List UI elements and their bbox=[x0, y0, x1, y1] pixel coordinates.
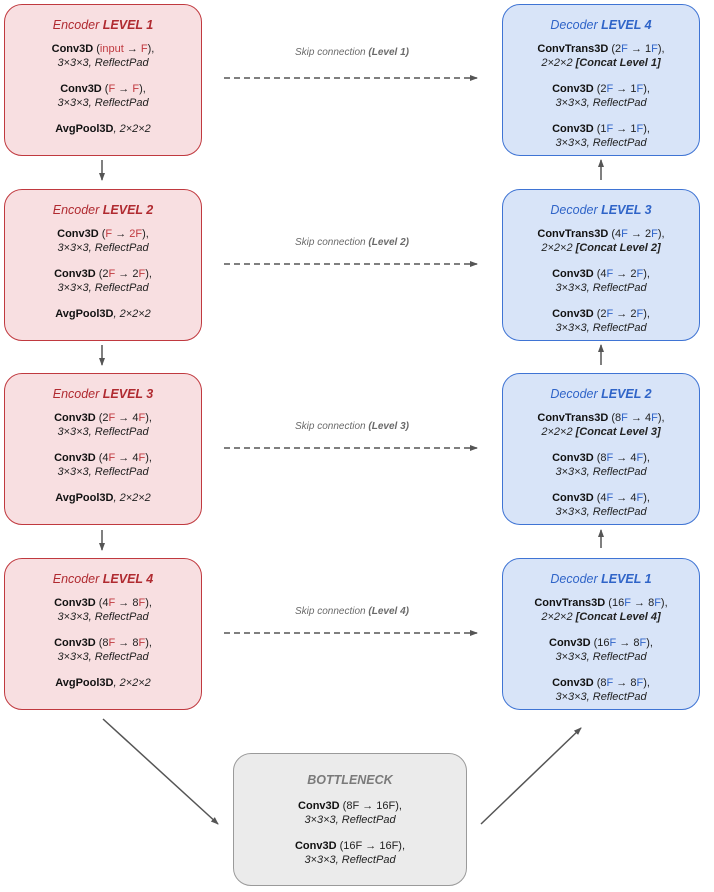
conv-block: Conv3D (8F → 8F), 3×3×3, ReflectPad bbox=[552, 677, 650, 703]
skip-label-4: Skip connection (Level 4) bbox=[295, 606, 409, 617]
skip-label-3: Skip connection (Level 3) bbox=[295, 421, 409, 432]
conv-block: Conv3D (input → F), 3×3×3, ReflectPad bbox=[51, 43, 155, 69]
decoder-level-1: Decoder LEVEL 1 ConvTrans3D (16F → 8F), … bbox=[502, 558, 700, 710]
conv-block: Conv3D (F → 2F), 3×3×3, ReflectPad bbox=[57, 228, 149, 254]
conv-block: Conv3D (2F → 2F), 3×3×3, ReflectPad bbox=[54, 268, 152, 294]
conv-block: Conv3D (16F → 8F), 3×3×3, ReflectPad bbox=[549, 637, 653, 663]
conv-block: Conv3D (1F → 1F), 3×3×3, ReflectPad bbox=[552, 123, 650, 149]
conv-trans-block: ConvTrans3D (8F → 4F), 2×2×2 [Concat Lev… bbox=[537, 412, 665, 438]
encoder-title: Encoder LEVEL 2 bbox=[52, 203, 154, 217]
skip-label-1: Skip connection (Level 1) bbox=[295, 47, 409, 58]
conv-trans-block: ConvTrans3D (16F → 8F), 2×2×2 [Concat Le… bbox=[534, 597, 668, 623]
from-bottleneck-arrow bbox=[480, 727, 582, 825]
encoder-level-4: Encoder LEVEL 4 Conv3D (4F → 8F), 3×3×3,… bbox=[4, 558, 202, 710]
conv-block: Conv3D (2F → 4F), 3×3×3, ReflectPad bbox=[54, 412, 152, 438]
conv-block: Conv3D (F → F), 3×3×3, ReflectPad bbox=[57, 83, 149, 109]
encoder-level-1: Encoder LEVEL 1 Conv3D (input → F), 3×3×… bbox=[4, 4, 202, 156]
conv-block: Conv3D (16F → 16F), 3×3×3, ReflectPad bbox=[294, 840, 406, 866]
conv-block: Conv3D (2F → 2F), 3×3×3, ReflectPad bbox=[552, 308, 650, 334]
decoder-level-3: Decoder LEVEL 3 ConvTrans3D (4F → 2F), 2… bbox=[502, 189, 700, 341]
bottleneck-box: BOTTLENECK Conv3D (8F → 16F), 3×3×3, Ref… bbox=[233, 753, 467, 886]
conv-trans-block: ConvTrans3D (4F → 2F), 2×2×2 [Concat Lev… bbox=[537, 228, 665, 254]
conv-block: Conv3D (4F → 4F), 3×3×3, ReflectPad bbox=[54, 452, 152, 478]
pool-block: AvgPool3D, 2×2×2 bbox=[55, 308, 151, 320]
decoder-title: Decoder LEVEL 2 bbox=[550, 387, 652, 401]
skip-label-2: Skip connection (Level 2) bbox=[295, 237, 409, 248]
encoder-title: Encoder LEVEL 3 bbox=[52, 387, 154, 401]
decoder-title: Decoder LEVEL 3 bbox=[550, 203, 652, 217]
conv-block: Conv3D (8F → 16F), 3×3×3, ReflectPad bbox=[298, 800, 402, 826]
conv-block: Conv3D (4F → 2F), 3×3×3, ReflectPad bbox=[552, 268, 650, 294]
decoder-title: Decoder LEVEL 4 bbox=[550, 18, 652, 32]
bottleneck-title: BOTTLENECK bbox=[307, 773, 393, 787]
encoder-level-2: Encoder LEVEL 2 Conv3D (F → 2F), 3×3×3, … bbox=[4, 189, 202, 341]
pool-block: AvgPool3D, 2×2×2 bbox=[55, 123, 151, 135]
conv-block: Conv3D (2F → 1F), 3×3×3, ReflectPad bbox=[552, 83, 650, 109]
decoder-level-4: Decoder LEVEL 4 ConvTrans3D (2F → 1F), 2… bbox=[502, 4, 700, 156]
to-bottleneck-arrow bbox=[102, 718, 219, 825]
decoder-title: Decoder LEVEL 1 bbox=[550, 572, 652, 586]
pool-block: AvgPool3D, 2×2×2 bbox=[55, 677, 151, 689]
conv-block: Conv3D (8F → 8F), 3×3×3, ReflectPad bbox=[54, 637, 152, 663]
encoder-level-3: Encoder LEVEL 3 Conv3D (2F → 4F), 3×3×3,… bbox=[4, 373, 202, 525]
conv-block: Conv3D (8F → 4F), 3×3×3, ReflectPad bbox=[552, 452, 650, 478]
pool-block: AvgPool3D, 2×2×2 bbox=[55, 492, 151, 504]
conv-block: Conv3D (4F → 4F), 3×3×3, ReflectPad bbox=[552, 492, 650, 518]
encoder-title: Encoder LEVEL 4 bbox=[52, 572, 154, 586]
conv-trans-block: ConvTrans3D (2F → 1F), 2×2×2 [Concat Lev… bbox=[537, 43, 665, 69]
conv-block: Conv3D (4F → 8F), 3×3×3, ReflectPad bbox=[54, 597, 152, 623]
encoder-title: Encoder LEVEL 1 bbox=[52, 18, 154, 32]
decoder-level-2: Decoder LEVEL 2 ConvTrans3D (8F → 4F), 2… bbox=[502, 373, 700, 525]
